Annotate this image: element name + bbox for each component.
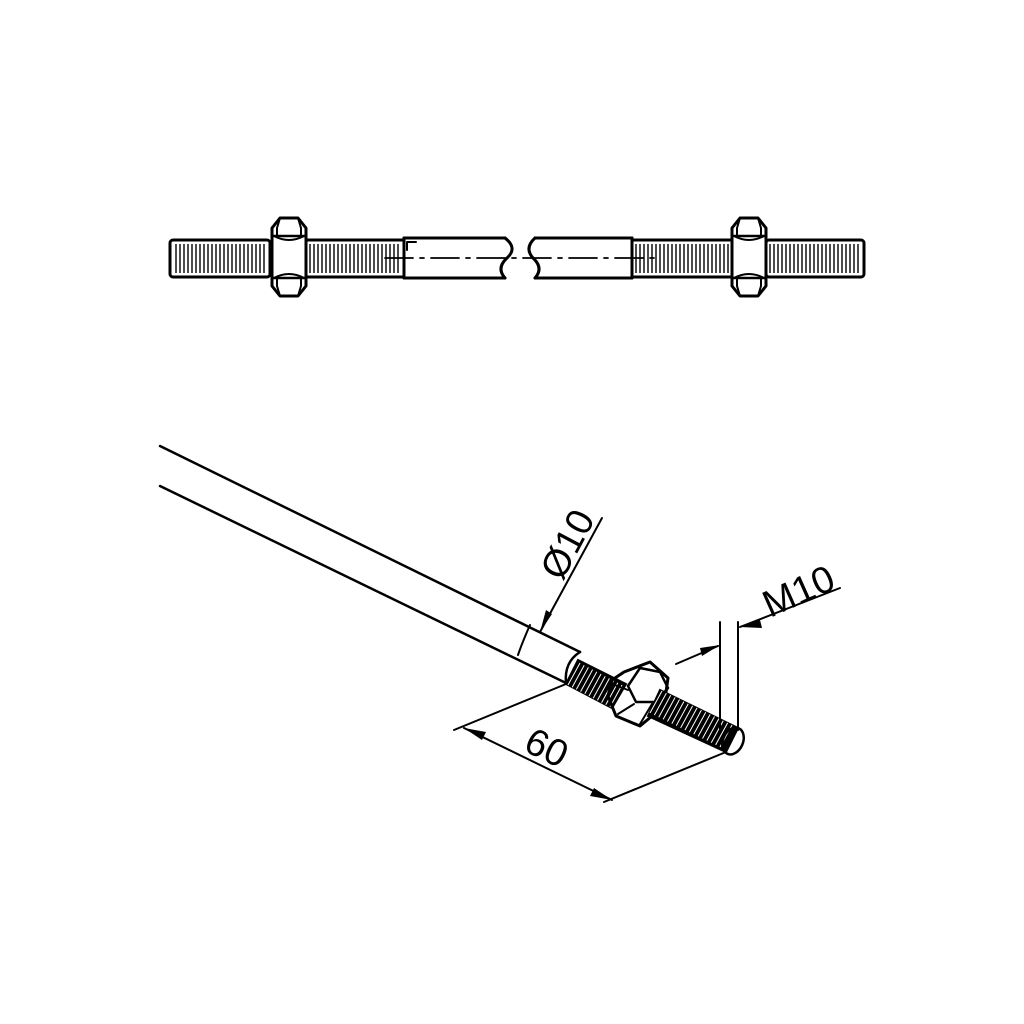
thread-stroke: [710, 720, 724, 743]
right-thread: [630, 238, 866, 279]
thread-stroke: [592, 675, 606, 699]
rod-end-curve: [564, 650, 582, 685]
diameter-label: Ø10: [533, 503, 604, 586]
thread-stroke: [649, 690, 663, 714]
thread-stroke: [588, 673, 602, 697]
thread-stroke: [688, 709, 702, 733]
thread-stroke: [706, 718, 720, 741]
thread-stroke: [702, 716, 715, 739]
right-hex-nut: [730, 216, 768, 298]
thread-stroke: [667, 699, 680, 722]
left-hex-nut: [270, 216, 308, 298]
thread-stroke: [575, 667, 589, 690]
thread-stroke: [658, 695, 672, 718]
thread-stroke: [580, 669, 594, 692]
thread-hatching: [309, 244, 399, 273]
thread-stroke: [662, 697, 676, 720]
thread-stroke: [693, 712, 707, 735]
thread-stroke: [715, 722, 729, 746]
length-label: 60: [518, 720, 574, 776]
iso-thread-outer: [646, 688, 746, 756]
thread-stroke: [697, 714, 711, 737]
thread-stroke: [571, 664, 585, 688]
thread-stroke: [653, 692, 667, 716]
thread-stroke: [567, 662, 581, 686]
thread-stroke: [584, 671, 598, 695]
left-thread: [168, 238, 406, 279]
thread-stroke: [671, 701, 685, 724]
thread-stroke: [684, 707, 698, 731]
thread-stroke: [596, 678, 610, 701]
thread-hatching: [769, 244, 859, 273]
thread-stroke: [675, 703, 689, 726]
side-view-rod: [168, 216, 866, 298]
thread-stroke: [680, 705, 694, 729]
rod-upper-edge: [158, 444, 582, 654]
iso-thread-inner: [564, 658, 628, 710]
rod-section-line: [517, 624, 531, 656]
thread-hatching: [175, 244, 265, 273]
thread-label: M10: [757, 558, 842, 626]
thread-hatching: [635, 244, 729, 273]
isometric-view-rod: Ø10 M10 60: [158, 444, 842, 803]
diameter-dimension: Ø10: [533, 503, 604, 633]
rod-lower-edge: [158, 484, 568, 685]
thread-dimension: M10: [675, 558, 842, 731]
